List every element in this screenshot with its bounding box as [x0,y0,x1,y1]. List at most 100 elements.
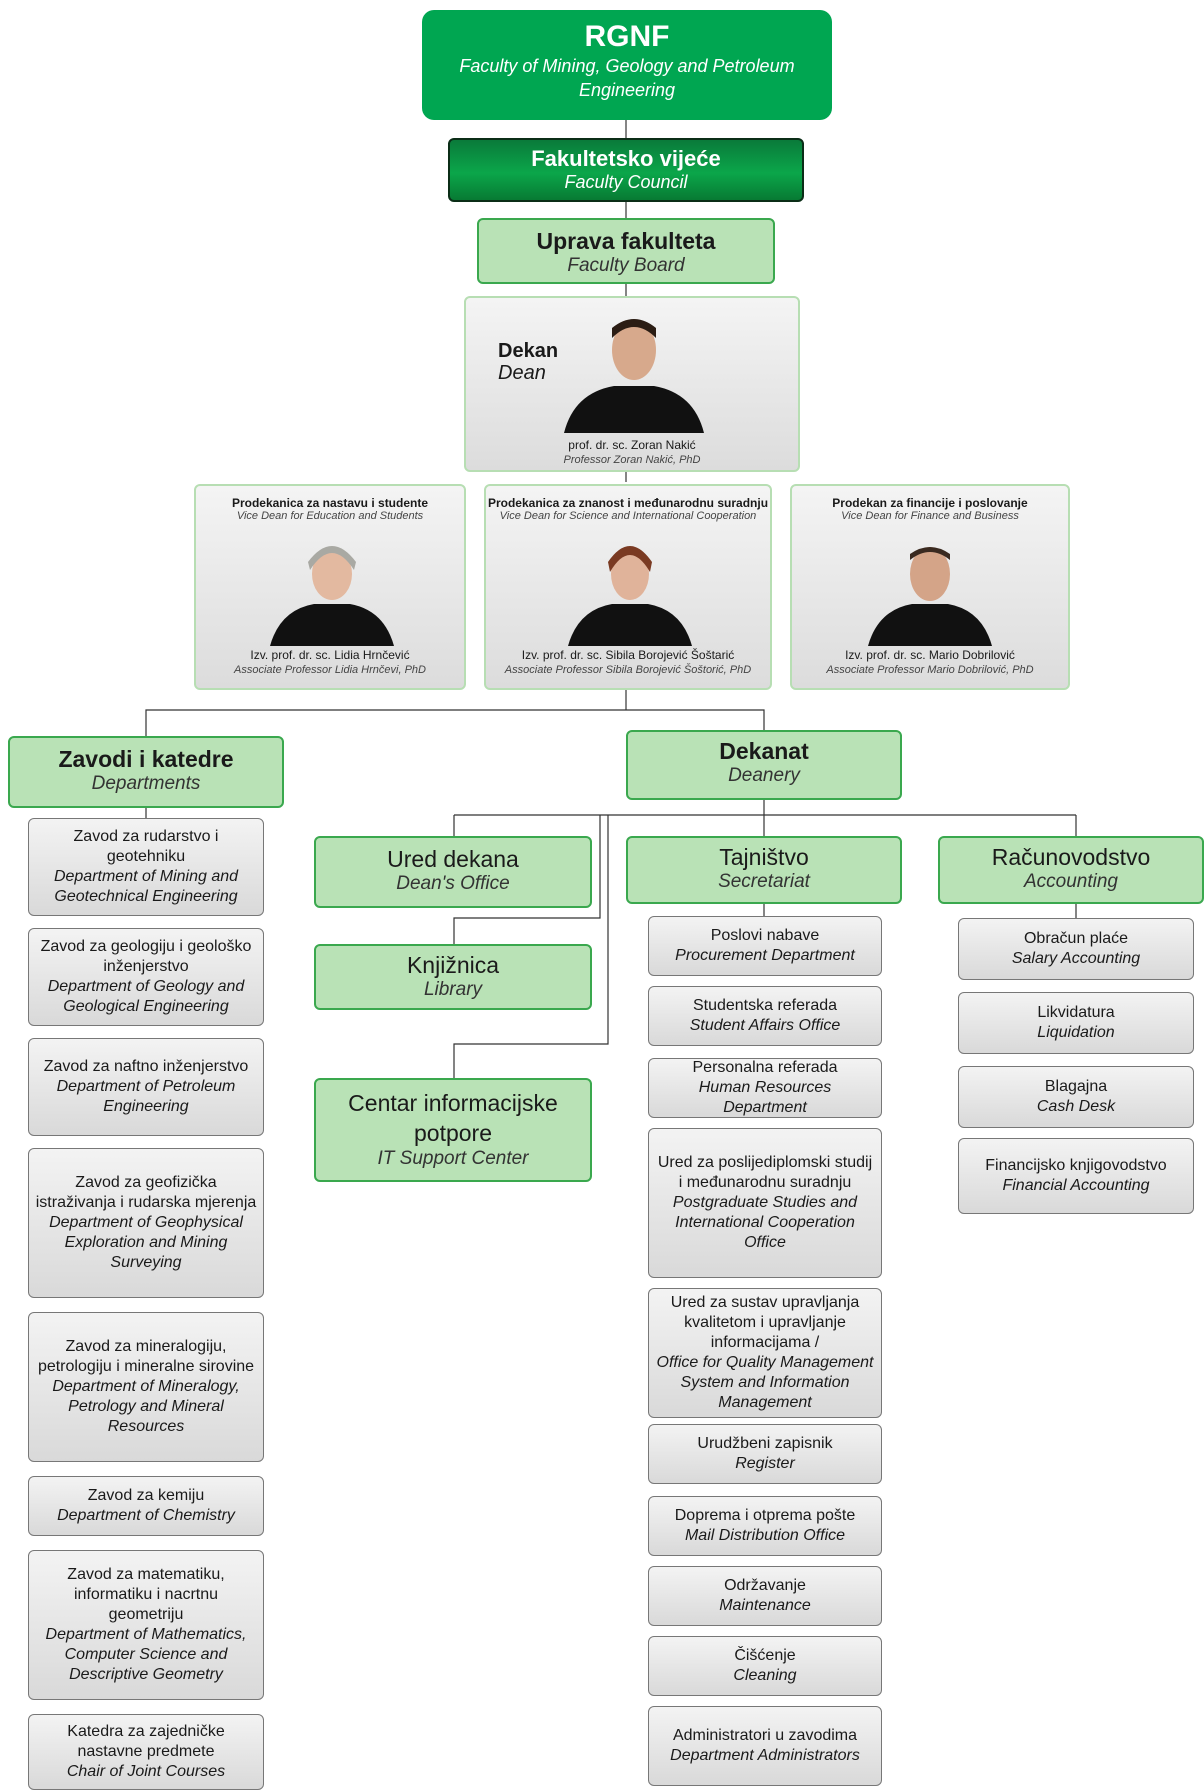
deanery-title: Dekanat [719,738,809,764]
department-name-en: Department of Mineralogy, Petrology and … [52,1378,240,1435]
secretariat-node: Tajništvo Secretariat [626,836,902,904]
vice-dean-role-en: Vice Dean for Education and Students [236,510,424,522]
secretariat-item-name: Administratori u zavodima [672,1727,858,1744]
accounting-item-name-en: Financial Accounting [1002,1177,1150,1194]
secretariat-item-name-en: Maintenance [719,1597,811,1614]
vice-dean-name-en: Associate Professor Lidia Hrnčevi, PhD [234,664,426,676]
secretariat-item: Personalna referada Human Resources Depa… [648,1058,882,1118]
department-item: Katedra za zajedničke nastavne predmete … [28,1714,264,1790]
dean-role: Dekan [498,340,559,362]
vice-dean-name: Izv. prof. dr. sc. Lidia Hrnčević [250,648,410,662]
secretariat-item-name-en: Procurement Department [675,947,855,964]
department-name-en: Department of Geology and Geological Eng… [47,978,245,1015]
secretariat-item-name: Ured za poslijediplomski studij i međuna… [657,1154,873,1191]
department-name-en: Department of Chemistry [57,1507,235,1524]
dean-node: Dekan Dean prof. dr. sc. Zoran Nakić Pro… [464,296,800,472]
secretariat-item: Čišćenje Cleaning [648,1636,882,1696]
vice-dean-avatar [568,546,692,646]
department-name: Zavod za geofizička istraživanja i rudar… [35,1174,257,1211]
department-name: Zavod za naftno inženjerstvo [43,1058,249,1075]
vice-dean-role: Prodekan za financije i poslovanje [832,496,1028,510]
it-center-node: Centar informacijske potpore IT Support … [314,1078,592,1182]
accounting-item-name: Obračun plaće [1023,930,1129,947]
vice-dean-role-en: Vice Dean for Finance and Business [841,510,1019,522]
department-name: Zavod za geologiju i geološko inženjerst… [40,938,252,975]
secretariat-item-name-en: Student Affairs Office [689,1017,841,1034]
vice-dean-card: Prodekan za financije i poslovanje Vice … [790,484,1070,690]
accounting-item-name-en: Liquidation [1037,1024,1115,1041]
department-name: Zavod za kemiju [87,1487,205,1504]
vice-dean-role: Prodekanica za nastavu i studente [231,496,429,510]
secretariat-item-name-en: Department Administrators [670,1747,860,1764]
department-name-en: Department of Mathematics, Computer Scie… [45,1626,247,1683]
secretariat-item-name: Doprema i otprema pošte [674,1507,856,1524]
accounting-item-name-en: Cash Desk [1036,1098,1116,1115]
departments-node: Zavodi i katedre Departments [8,736,284,808]
secretariat-item-name: Čišćenje [734,1647,796,1664]
vice-dean-role-en: Vice Dean for Science and International … [499,510,757,522]
vice-dean-name: Izv. prof. dr. sc. Mario Dobrilović [845,648,1015,662]
secretariat-item-name: Urudžbeni zapisnik [697,1435,833,1452]
department-name-en: Department of Geophysical Exploration an… [49,1214,243,1271]
secretariat-subtitle: Secretariat [718,871,810,892]
secretariat-item: Ured za sustav upravljanja kvalitetom i … [648,1288,882,1418]
secretariat-item: Doprema i otprema pošte Mail Distributio… [648,1496,882,1556]
vice-dean-name-en: Associate Professor Sibila Borojević Šoš… [504,664,752,676]
vice-dean-name: Izv. prof. dr. sc. Sibila Borojević Šošt… [521,648,735,662]
secretariat-item-name-en: Mail Distribution Office [684,1527,846,1544]
secretariat-item-name: Poslovi nabave [710,927,820,944]
secretariat-item: Poslovi nabave Procurement Department [648,916,882,976]
department-name-en: Chair of Joint Courses [66,1763,226,1780]
top-title: RGNF [584,20,670,53]
accounting-item: Financijsko knjigovodstvo Financial Acco… [958,1138,1194,1214]
secretariat-item-name: Personalna referada [692,1059,838,1076]
dean-avatar [564,319,704,433]
vice-dean-name-en: Associate Professor Mario Dobrilović, Ph… [826,664,1034,676]
secretariat-title: Tajništvo [719,844,809,870]
library-subtitle: Library [423,979,483,1000]
secretariat-item-name-en: Office for Quality Management System and… [656,1354,874,1411]
office-title: Ured dekana [387,846,519,872]
vice-dean-card: Prodekanica za znanost i međunarodnu sur… [484,484,772,690]
secretariat-item: Administratori u zavodima Department Adm… [648,1706,882,1786]
secretariat-item-name-en: Register [735,1455,795,1472]
department-item: Zavod za geofizička istraživanja i rudar… [28,1148,264,1298]
department-name-en: Department of Petroleum Engineering [56,1078,236,1115]
accounting-item-name: Likvidatura [1037,1004,1115,1021]
accounting-item-name: Blagajna [1044,1078,1108,1095]
secretariat-item: Održavanje Maintenance [648,1566,882,1626]
board-title: Uprava fakulteta [536,228,716,254]
department-item: Zavod za mineralogiju, petrologiju i min… [28,1312,264,1462]
dean-role-en: Dean [498,362,546,384]
accounting-title: Računovodstvo [991,844,1151,870]
accounting-item-name-en: Salary Accounting [1011,950,1141,967]
secretariat-item: Urudžbeni zapisnik Register [648,1424,882,1484]
secretariat-item-name: Studentska referada [692,997,838,1014]
secretariat-item-name-en: Postgraduate Studies and International C… [672,1194,858,1251]
council-title: Fakultetsko vijeće [531,146,721,171]
board-subtitle: Faculty Board [567,255,685,276]
department-item: Zavod za matematiku, informatiku i nacrt… [28,1550,264,1700]
vice-dean-avatar [868,547,992,646]
accounting-item: Blagajna Cash Desk [958,1066,1194,1128]
accounting-subtitle: Accounting [1023,871,1118,892]
vice-dean-card: Prodekanica za nastavu i studente Vice D… [194,484,466,690]
accounting-node: Računovodstvo Accounting [938,836,1204,904]
office-node: Ured dekana Dean's Office [314,836,592,908]
deanery-node: Dekanat Deanery [626,730,902,800]
it-center-subtitle: IT Support Center [377,1148,529,1169]
departments-title: Zavodi i katedre [58,746,234,772]
library-node: Knjižnica Library [314,944,592,1010]
top-node: RGNF Faculty of Mining, Geology and Petr… [422,10,832,120]
secretariat-item-name: Održavanje [724,1577,806,1594]
department-item: Zavod za kemiju Department of Chemistry [28,1476,264,1536]
department-item: Zavod za rudarstvo i geotehniku Departme… [28,818,264,916]
vice-dean-role: Prodekanica za znanost i međunarodnu sur… [487,496,769,510]
department-name: Zavod za rudarstvo i geotehniku [73,828,219,865]
secretariat-item: Ured za poslijediplomski studij i međuna… [648,1128,882,1278]
secretariat-item-name: Ured za sustav upravljanja kvalitetom i … [670,1294,860,1351]
secretariat-item: Studentska referada Student Affairs Offi… [648,986,882,1046]
vice-dean-avatar [270,546,394,646]
dean-name-en: Professor Zoran Nakić, PhD [563,454,701,466]
accounting-item: Likvidatura Liquidation [958,992,1194,1054]
